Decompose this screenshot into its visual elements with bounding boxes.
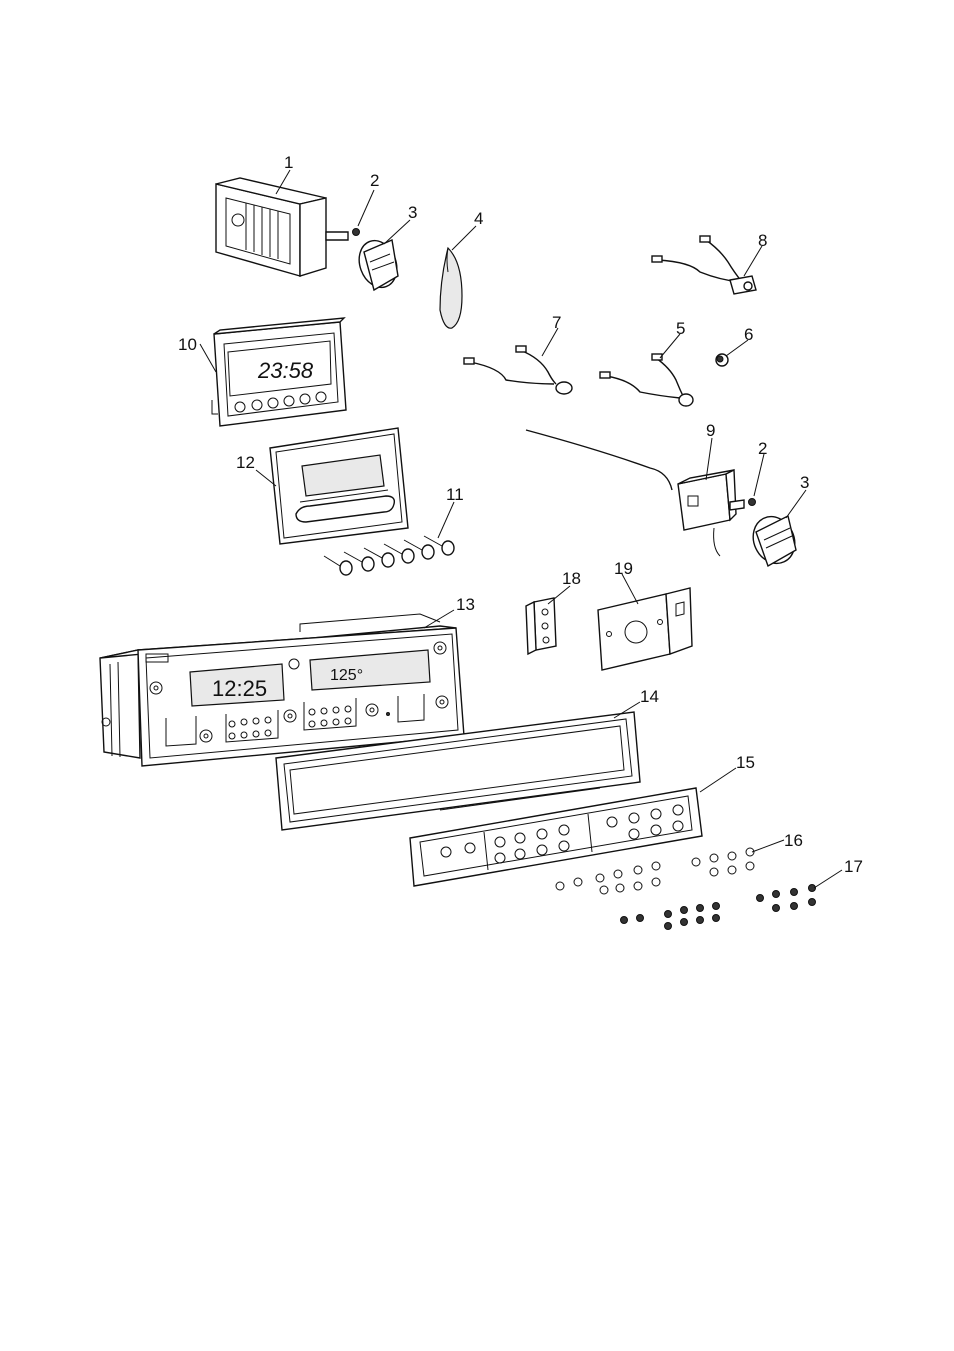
- panel-temp-readout: 125°: [330, 667, 363, 684]
- callout-1: 1: [284, 153, 293, 172]
- callout-3-lower: 3: [800, 473, 809, 492]
- panel-clock-readout: 12:25: [212, 676, 267, 701]
- part-7-lamp-wire: [463, 345, 573, 395]
- part-3-knob-upper: [358, 239, 399, 292]
- part-16-screws: [555, 847, 755, 895]
- part-3-knob-lower: [752, 514, 797, 568]
- callout-2-lower: 2: [758, 439, 767, 458]
- part-14-glass-panel: [275, 711, 641, 831]
- callout-12: 12: [236, 453, 255, 472]
- callout-5: 5: [676, 319, 685, 338]
- callout-16: 16: [784, 831, 803, 850]
- part-1-selector-switch: [215, 177, 349, 277]
- part-2-nut-lower: [748, 498, 756, 506]
- callout-17: 17: [844, 857, 863, 876]
- part-17-nuts: [620, 884, 816, 930]
- callout-9: 9: [706, 421, 715, 440]
- callout-13: 13: [456, 595, 475, 614]
- callout-11: 11: [446, 485, 464, 504]
- part-9-thermostat: [525, 429, 745, 557]
- callout-6: 6: [744, 325, 753, 344]
- callout-10: 10: [178, 335, 197, 354]
- callout-15: 15: [736, 753, 755, 772]
- part-18-terminal-block: [525, 597, 557, 656]
- part-8-wire-harness: [651, 235, 757, 295]
- part-4-lens-cover: [439, 246, 463, 329]
- part-10-timer-module: 23:58: [211, 317, 347, 427]
- callout-18: 18: [562, 569, 581, 588]
- callout-7: 7: [552, 313, 561, 332]
- callout-3-upper: 3: [408, 203, 417, 222]
- callout-2-upper: 2: [370, 171, 379, 190]
- timer-clock-readout: 23:58: [257, 358, 314, 383]
- part-2-nut-upper: [352, 228, 360, 236]
- callout-leaders: [199, 169, 843, 889]
- callout-8: 8: [758, 231, 767, 250]
- part-11-push-buttons: [323, 535, 455, 576]
- part-19-mounting-bracket: [597, 587, 693, 671]
- part-6-indicator-lens: [715, 353, 729, 367]
- part-12-display-bezel: [269, 427, 409, 545]
- part-15-fascia-panel: [409, 787, 703, 887]
- callout-labels: 1 2 3 4 8 10 7 5 6 9 2 3 12 11 18 19 13 …: [178, 153, 863, 876]
- callout-4: 4: [474, 209, 483, 228]
- part-13-control-panel-housing: 12:25 125°: [99, 613, 465, 767]
- callout-19: 19: [614, 559, 633, 578]
- callout-14: 14: [640, 687, 659, 706]
- part-5-lamp-wire: [599, 353, 694, 407]
